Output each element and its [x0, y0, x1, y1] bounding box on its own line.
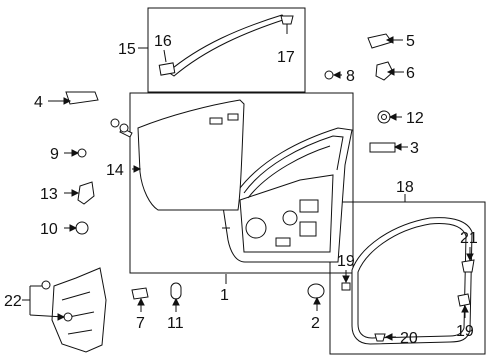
- outer-door-panel: [137, 99, 245, 211]
- callout-12: 12: [406, 110, 424, 127]
- weatherstrip-group-box: [329, 201, 486, 355]
- callout-2: 2: [311, 315, 320, 332]
- callout-22: 22: [4, 293, 22, 310]
- callout-19-a: 19: [337, 253, 355, 270]
- callout-21: 21: [460, 230, 478, 247]
- callout-9: 9: [50, 146, 59, 163]
- clip-19-a: [341, 282, 351, 291]
- callout-13: 13: [40, 186, 58, 203]
- callout-5: 5: [406, 33, 415, 50]
- part-8: [324, 70, 334, 80]
- clip-21: [461, 259, 475, 273]
- part-12: [377, 110, 391, 124]
- door-panel-group-box: [129, 92, 354, 274]
- door-weatherstrip: [351, 217, 473, 345]
- clip-17: [280, 15, 294, 25]
- part-13: [77, 181, 95, 205]
- clip-20: [374, 333, 386, 342]
- callout-6: 6: [406, 65, 415, 82]
- callout-8: 8: [346, 68, 355, 85]
- molding-clip: [158, 62, 176, 76]
- washer: [110, 118, 120, 128]
- callout-4: 4: [34, 94, 43, 111]
- callout-18: 18: [396, 179, 414, 196]
- callout-14: 14: [106, 162, 124, 179]
- callout-1: 1: [220, 287, 229, 304]
- clip-19-b: [457, 293, 471, 307]
- molding-group-box: [147, 7, 306, 93]
- part-7: [131, 287, 149, 300]
- callout-20: 20: [400, 330, 418, 347]
- door-frame: [221, 127, 353, 263]
- callout-17: 17: [277, 49, 295, 66]
- callout-3: 3: [410, 140, 419, 157]
- bracket-22: [51, 267, 107, 353]
- hinge-4: [65, 91, 99, 105]
- part-2: [307, 283, 325, 299]
- part-9: [77, 148, 87, 158]
- callout-10: 10: [40, 221, 58, 238]
- callout-16: 16: [154, 33, 172, 50]
- part-10: [75, 221, 89, 235]
- leader-lines: [22, 36, 474, 341]
- part-6: [375, 61, 394, 81]
- callout-7: 7: [136, 315, 145, 332]
- callout-15: 15: [118, 41, 136, 58]
- part-11: [170, 282, 182, 300]
- part-3: [369, 142, 396, 153]
- callout-numbers: 1 2 3 4 5 6 7 8 9 10 11 12 13 14 15 16 1…: [4, 33, 478, 347]
- belt-molding: [167, 14, 287, 77]
- callout-19-b: 19: [456, 323, 474, 340]
- callout-11: 11: [167, 315, 184, 332]
